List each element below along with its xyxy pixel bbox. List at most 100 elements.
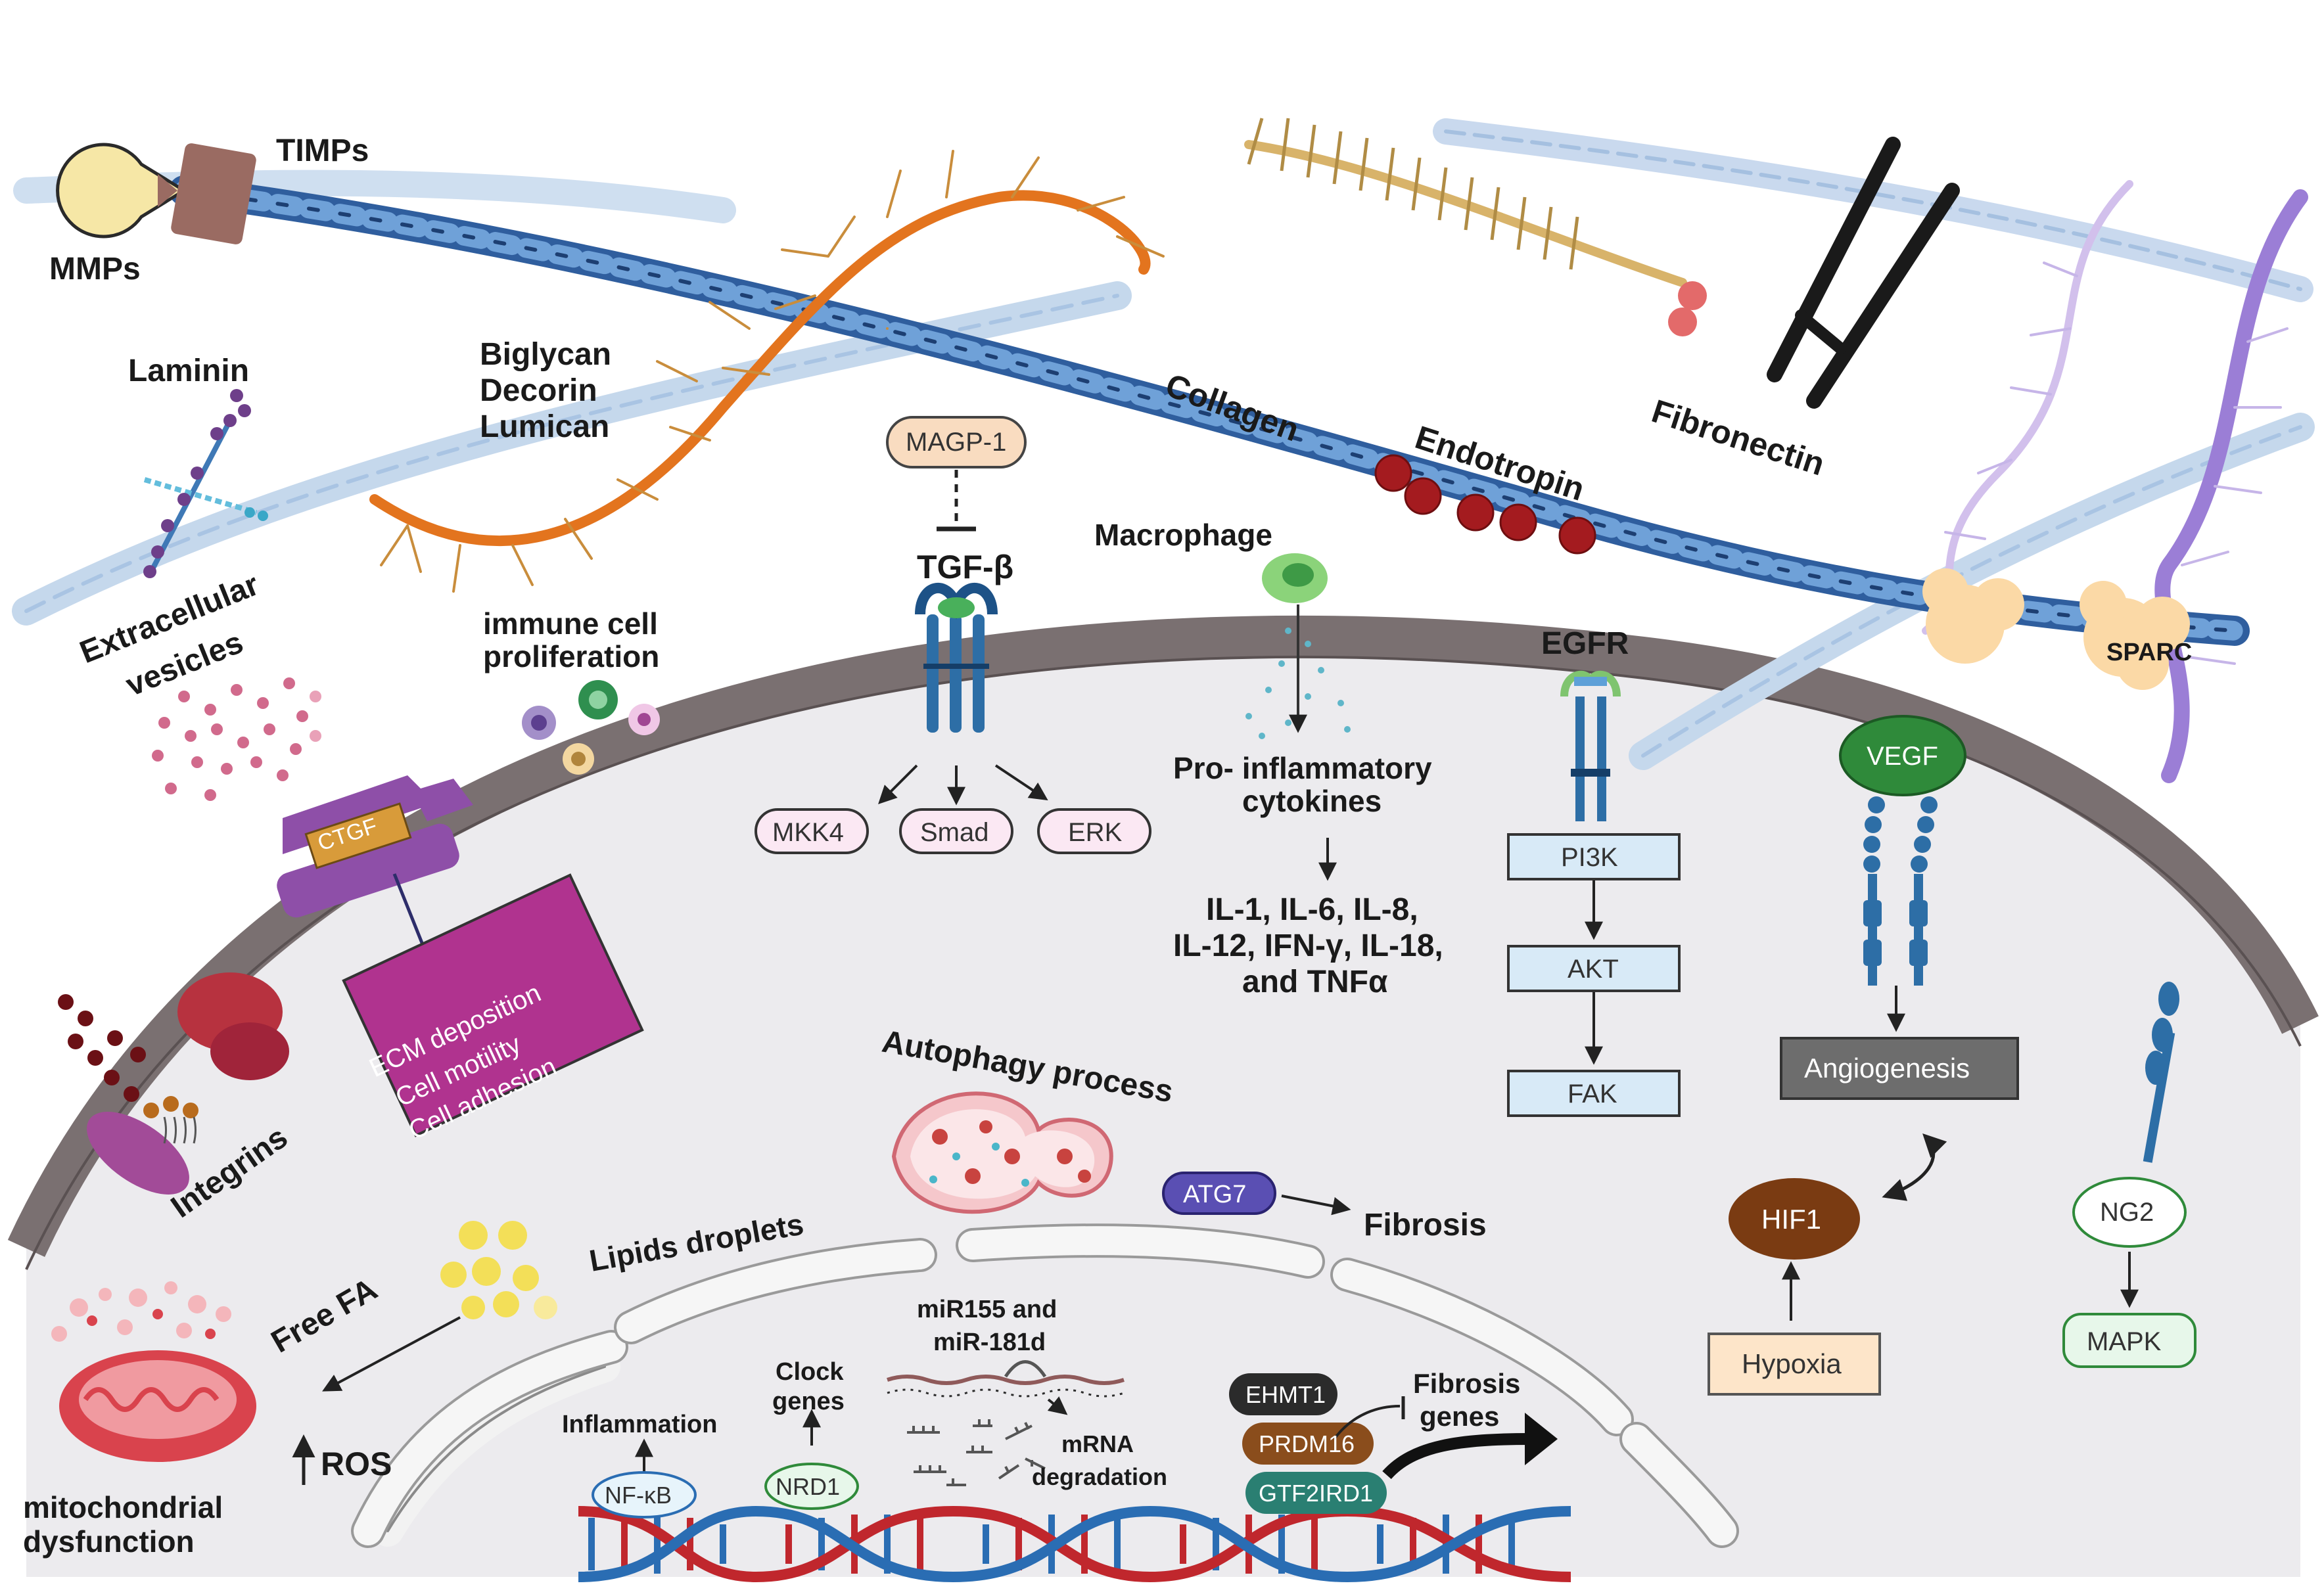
- endotropin-chain: [1244, 118, 1707, 336]
- atg7-group: [1162, 1172, 1351, 1216]
- fak-label: FAK: [1568, 1080, 1617, 1108]
- mmps-label: MMPs: [49, 252, 141, 286]
- immune-label-line1: immune cell: [483, 606, 658, 641]
- ecm-function-box: [342, 873, 644, 1137]
- akt-label: AKT: [1568, 955, 1619, 984]
- vegf-receptor-group: [1708, 715, 2019, 1396]
- ehmt1-label: EHMT1: [1245, 1381, 1326, 1408]
- proinflammatory-label-line2: cytokines: [1242, 784, 1382, 818]
- egfr-receptor: [1560, 670, 1621, 821]
- ehmt1-box: [1229, 1373, 1337, 1415]
- extracellular-vesicle-dots: [152, 677, 321, 801]
- nrd1-label: NRD1: [776, 1473, 840, 1500]
- clock-label-line1: Clock: [776, 1358, 844, 1386]
- lumican-label: Lumican: [480, 409, 609, 444]
- immune-cells: [522, 680, 660, 775]
- mmp-pacman: [56, 143, 187, 239]
- gtf2ird1-label: GTF2IRD1: [1259, 1480, 1373, 1507]
- hypoxia-box: [1708, 1333, 1881, 1396]
- vegf-label: VEGF: [1867, 742, 1938, 771]
- ctgf-box: [304, 802, 412, 869]
- mito-label-line1: mitochondrial: [23, 1490, 223, 1524]
- hif1-oval: [1729, 1178, 1860, 1260]
- egfr-pathway: [1507, 670, 1681, 1117]
- fibrosis-genes-label-line2: genes: [1420, 1401, 1499, 1432]
- ros-label: ROS: [321, 1446, 392, 1482]
- nuclear-envelope: [372, 1351, 620, 1547]
- magp1-label: MAGP-1: [906, 428, 1006, 457]
- fibrosis-genes-complex: [1229, 1373, 1558, 1514]
- vegf-oval: [1839, 715, 1966, 796]
- mirna-group: [635, 1360, 1125, 1486]
- lipid-droplets: [440, 1221, 557, 1319]
- mirna-label-line1: miR155 and: [917, 1296, 1057, 1323]
- prdm16-label: PRDM16: [1259, 1430, 1355, 1457]
- decorin-label: Decorin: [480, 373, 597, 408]
- sparc-blobs: [1922, 568, 2190, 690]
- erk-label: ERK: [1068, 818, 1123, 847]
- mmps-timps: [56, 143, 256, 244]
- fibrosis-label: Fibrosis: [1364, 1208, 1487, 1243]
- smad-box: [899, 808, 1013, 854]
- fak-box: [1507, 1070, 1681, 1117]
- nfkb-label: NF-κB: [605, 1482, 672, 1509]
- integrins-group: [58, 972, 289, 1195]
- biglycan-label: Biglycan: [480, 337, 611, 372]
- nfkb-oval: [592, 1471, 697, 1518]
- macrophage: [1245, 553, 1351, 739]
- magp1-tgfb-group: [755, 416, 1151, 854]
- ctgf-group: [277, 775, 644, 1137]
- mitochondria: [51, 1281, 256, 1462]
- erk-box: [1037, 808, 1151, 854]
- ng2-mapk: [2062, 982, 2196, 1368]
- nrd1-oval: [764, 1463, 859, 1510]
- clock-label-line2: genes: [772, 1388, 845, 1415]
- mapk-box: [2062, 1313, 2196, 1368]
- inflammation-label: Inflammation: [562, 1411, 717, 1438]
- fibronectin-structure: [1767, 137, 1960, 409]
- free-fa-arrow: [322, 1316, 461, 1392]
- timps-label: TIMPs: [276, 133, 369, 168]
- hif1-label: HIF1: [1761, 1204, 1821, 1235]
- laminin-structure: [143, 389, 268, 578]
- mkk4-box: [755, 808, 869, 854]
- ng2-label: NG2: [2100, 1198, 2154, 1227]
- nuclear-envelope-segments: [351, 1223, 1739, 1548]
- tgfb-receptor: [915, 583, 998, 733]
- angiogenesis-box: [1780, 1037, 2019, 1100]
- mirna-label-line2: miR-181d: [933, 1329, 1046, 1356]
- mapk-label: MAPK: [2087, 1327, 2162, 1356]
- sparc-label: SPARC: [2106, 639, 2192, 666]
- proinflammatory-label-line1: Pro- inflammatory: [1173, 751, 1432, 785]
- magp1-box: [886, 416, 1027, 468]
- mito-label-line2: dysfunction: [23, 1524, 195, 1559]
- atg7-box: [1162, 1172, 1276, 1215]
- cytokines-line2: IL-12, IFN-γ, IL-18,: [1173, 928, 1443, 963]
- pi3k-box: [1507, 833, 1681, 880]
- proteoglycan-chain: [369, 150, 1165, 593]
- mrna-label-line2: degradation: [1032, 1463, 1167, 1490]
- atg7-label: ATG7: [1183, 1181, 1246, 1208]
- immune-label-line2: proliferation: [483, 639, 659, 673]
- autophagy-vesicle: [891, 1091, 1113, 1214]
- mrna-label-line1: mRNA: [1061, 1430, 1134, 1457]
- angiogenesis-label: Angiogenesis: [1804, 1053, 1970, 1083]
- gtf2ird1-box: [1245, 1472, 1387, 1514]
- fibrosis-genes-label-line1: Fibrosis: [1413, 1368, 1520, 1399]
- mkk4-label: MKK4: [772, 818, 844, 847]
- hypoxia-label: Hypoxia: [1742, 1348, 1842, 1379]
- smad-label: Smad: [920, 818, 989, 847]
- endotropin-beads: [1374, 454, 1596, 555]
- timp-block: [171, 143, 256, 244]
- cell-membrane-inner-edge: [25, 656, 2302, 1270]
- egfr-label: EGFR: [1541, 626, 1629, 661]
- laminin-label: Laminin: [128, 353, 249, 388]
- macrophage-label: Macrophage: [1094, 518, 1272, 552]
- pi3k-label: PI3K: [1561, 843, 1618, 872]
- cytokines-line1: IL-1, IL-6, IL-8,: [1206, 892, 1418, 927]
- akt-box: [1507, 945, 1681, 992]
- dna-helix: [578, 1505, 1571, 1583]
- fibronectin-label: Fibronectin: [1648, 392, 1829, 482]
